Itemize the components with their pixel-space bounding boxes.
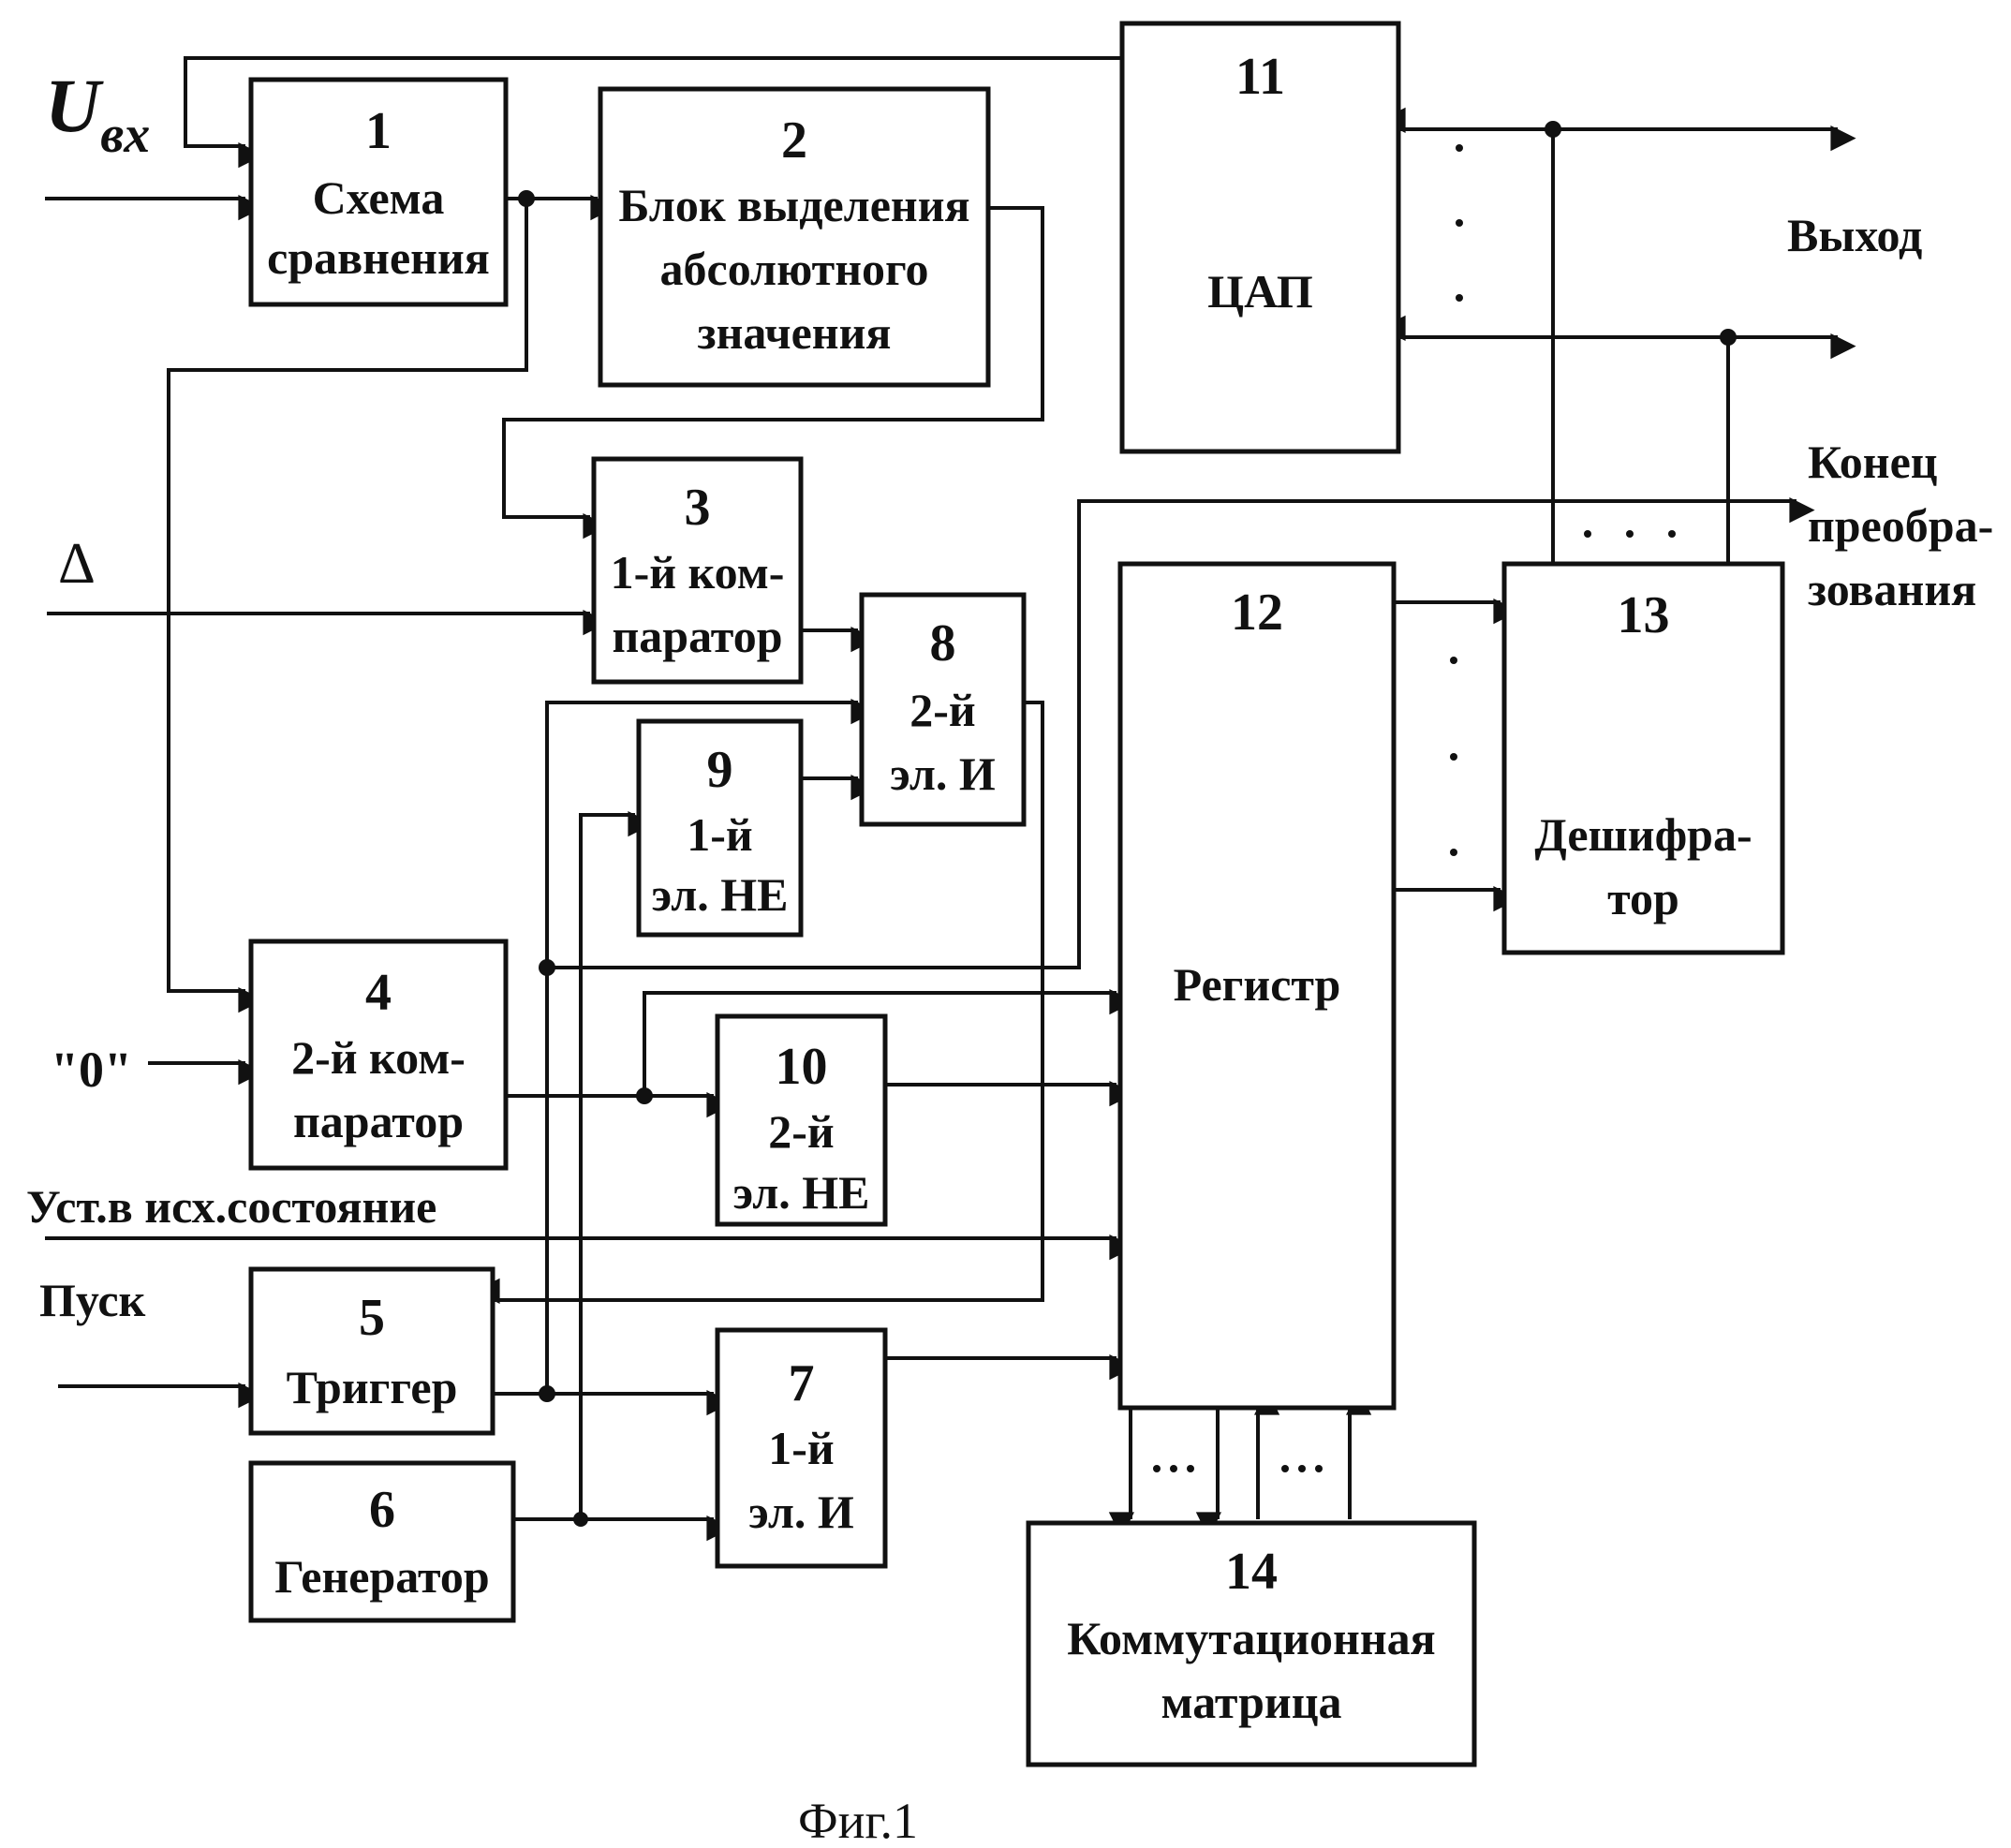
block-8-label: эл. И xyxy=(890,747,996,800)
block-12-label: Регистр xyxy=(1174,958,1341,1011)
block-9-label: эл. НЕ xyxy=(652,868,789,921)
block-14-label: Коммутационная xyxy=(1067,1612,1435,1664)
figure-caption: Фиг.1 xyxy=(798,1793,918,1848)
block-1: 1Схема сравнения xyxy=(251,80,506,304)
block-13: 13Дешифра-тор xyxy=(1504,564,1782,953)
block-8: 8 2-й эл. И xyxy=(862,595,1024,824)
block-3: 3 1-й ком-паратор xyxy=(594,459,801,682)
uin-main: U xyxy=(45,63,104,148)
block-7: 7 1-й эл. И xyxy=(717,1330,885,1566)
block-6-label: Генератор xyxy=(274,1550,489,1603)
block-2-label: значения xyxy=(698,306,892,359)
block-6: 6Генератор xyxy=(251,1463,513,1620)
block-13-number: 13 xyxy=(1618,586,1670,644)
block-4-label: 2-й ком- xyxy=(291,1031,466,1084)
block-14-label: матрица xyxy=(1161,1676,1341,1728)
block-5-number: 5 xyxy=(359,1289,385,1347)
block-14-number: 14 xyxy=(1225,1543,1278,1601)
block-1-label: Схема xyxy=(313,171,445,224)
block-11: 11ЦАП xyxy=(1122,23,1398,451)
block-7-label: эл. И xyxy=(748,1486,854,1538)
block-3-label: 1-й ком- xyxy=(611,546,785,599)
uin-label: Uвх xyxy=(45,63,150,164)
block-12: 12Регистр xyxy=(1120,564,1394,1408)
output-label: Выход xyxy=(1787,209,1922,261)
block-12-number: 12 xyxy=(1231,584,1283,642)
block-5-label: Триггер xyxy=(287,1361,458,1413)
wire-gen-to-not1 xyxy=(581,815,635,1519)
delta-label: Δ xyxy=(58,532,96,596)
start-label: Пуск xyxy=(39,1274,146,1326)
end-label-3: зования xyxy=(1808,563,1976,615)
block-7-number: 7 xyxy=(789,1354,815,1412)
block-3-label: паратор xyxy=(612,610,782,662)
block-2-label: абсолютного xyxy=(660,243,929,295)
block-13-label: тор xyxy=(1607,872,1679,924)
reset-label: Уст.в исх.состояние xyxy=(26,1180,436,1233)
block-2-label: Блок выделения xyxy=(618,179,969,231)
block-7-label: 1-й xyxy=(768,1422,834,1474)
block-14: 14Коммутационная матрица xyxy=(1028,1523,1474,1765)
block-10-label: 2-й xyxy=(768,1105,834,1158)
block-4-label: паратор xyxy=(293,1095,464,1147)
block-9-number: 9 xyxy=(707,741,733,799)
block-9-label: 1-й xyxy=(687,808,752,861)
uin-sub: вх xyxy=(100,106,150,164)
block-13-label: Дешифра- xyxy=(1534,808,1752,861)
block-9: 9 1-й эл. НЕ xyxy=(639,721,801,935)
wire-compare-to-comp2 xyxy=(169,199,526,991)
block-6-number: 6 xyxy=(369,1481,395,1539)
end-label-2: преобра- xyxy=(1808,499,1993,552)
block-11-number: 11 xyxy=(1235,48,1285,106)
block-10-label: эл. НЕ xyxy=(733,1166,870,1219)
block-8-number: 8 xyxy=(930,614,956,673)
block-3-number: 3 xyxy=(685,479,711,537)
zero-label: "0" xyxy=(51,1042,132,1098)
block-1-number: 1 xyxy=(365,102,392,160)
block-11-label: ЦАП xyxy=(1207,265,1313,318)
block-10-number: 10 xyxy=(776,1038,828,1096)
block-1-label: сравнения xyxy=(267,231,490,284)
block-8-label: 2-й xyxy=(909,684,975,736)
block-2-number: 2 xyxy=(781,111,807,170)
block-4: 4 2-й ком-паратор xyxy=(251,941,506,1168)
block-10: 10 2-й эл. НЕ xyxy=(717,1016,885,1224)
block-2: 2Блок выделения абсолютного значения xyxy=(600,89,988,385)
block-5: 5Триггер xyxy=(251,1269,493,1433)
block-4-number: 4 xyxy=(365,964,392,1022)
end-label-1: Конец xyxy=(1808,436,1938,488)
